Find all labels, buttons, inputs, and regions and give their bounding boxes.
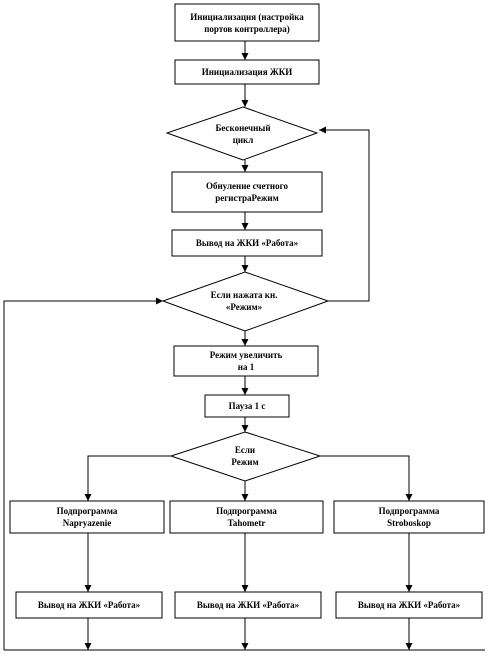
pause-label: Пауза 1 с [228, 401, 266, 411]
if-mode-label: Если Режим [231, 445, 259, 467]
out-work-2-label: Вывод на ЖКИ «Работа» [196, 600, 300, 610]
branch-left [84, 455, 171, 501]
out-work-2-box [174, 591, 322, 619]
sub-1-box [9, 500, 165, 534]
mode-inc-box [173, 345, 319, 377]
out-work-3-label: Вывод на ЖКИ «Работа» [357, 600, 461, 610]
out-work-box [171, 229, 323, 257]
sub-3-label: Подпрограмма Stroboskop [378, 506, 440, 528]
sub-3-box [333, 500, 485, 534]
branch-right [320, 455, 413, 501]
out-work-label: Вывод на ЖКИ «Работа» [195, 238, 299, 248]
pause-box [204, 394, 290, 418]
reset-counter-label: Обнуление счетного регистраРежим [206, 181, 288, 203]
loop-back-right [319, 126, 370, 302]
init-mc-box [174, 3, 320, 42]
return-line-left [3, 297, 163, 650]
init-lcd-box [174, 59, 320, 85]
reset-counter-box [171, 171, 323, 213]
out-work-1-label: Вывод на ЖКИ «Работа» [37, 600, 141, 610]
infinite-loop-label: Бесконечный цикл [215, 123, 271, 145]
sub-1-label: Подпрограмма Napryazenie [56, 506, 118, 528]
init-mc-label: Инициализация (настройка портов контролл… [190, 11, 304, 34]
out-work-1-box [15, 591, 163, 619]
sub-2-box [169, 500, 324, 534]
if-mode-pressed-label: Если нажата кн. «Режим» [210, 290, 278, 312]
mode-inc-label: Режим увеличить на 1 [209, 350, 283, 372]
sub-2-label: Подпрограмма Tahometr [216, 506, 277, 528]
infinite-loop-diamond [165, 106, 319, 161]
init-lcd-label: Инициализация ЖКИ [201, 67, 293, 77]
